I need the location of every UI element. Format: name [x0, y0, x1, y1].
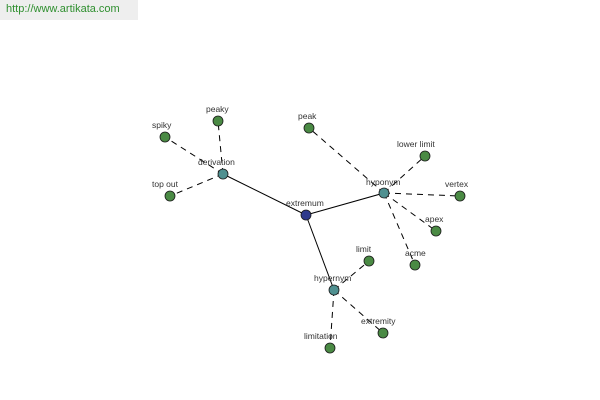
- edge-extremum-derivation: [222, 173, 307, 216]
- node-circle-acme[interactable]: [409, 259, 421, 271]
- node-circle-peak[interactable]: [303, 122, 315, 134]
- node-label-extremum: extremum: [286, 198, 324, 208]
- node-label-hyponym: hyponym: [366, 177, 401, 187]
- node-peaky[interactable]: peaky: [206, 104, 229, 127]
- edge-derivation-top-out: [169, 173, 224, 197]
- node-label-limitation: limitation: [304, 331, 338, 341]
- edge-hyponym-apex: [383, 192, 437, 232]
- node-peak[interactable]: peak: [298, 111, 317, 134]
- node-label-peaky: peaky: [206, 104, 229, 114]
- node-top-out[interactable]: top out: [152, 179, 179, 202]
- nodes-layer: extremum derivation hyponym hypernym peaky sp…: [152, 104, 469, 354]
- watermark-link[interactable]: http://www.artikata.com: [6, 3, 120, 15]
- node-hyponym[interactable]: hyponym: [366, 177, 401, 199]
- node-derivation[interactable]: derivation: [198, 157, 235, 180]
- node-label-spiky: spiky: [152, 120, 172, 130]
- node-circle-lower-limit[interactable]: [419, 150, 431, 162]
- node-acme[interactable]: acme: [405, 248, 426, 271]
- edge-hyponym-acme: [383, 192, 416, 266]
- node-limitation[interactable]: limitation: [304, 331, 338, 354]
- node-circle-peaky[interactable]: [212, 115, 224, 127]
- node-circle-hyponym[interactable]: [378, 187, 390, 199]
- node-circle-top-out[interactable]: [164, 190, 176, 202]
- edge-hyponym-peak: [308, 127, 385, 194]
- node-extremity[interactable]: extremity: [361, 316, 396, 339]
- node-label-derivation: derivation: [198, 157, 235, 167]
- edge-extremum-hyponym: [305, 192, 385, 216]
- node-extremum[interactable]: extremum: [286, 198, 324, 221]
- node-circle-apex[interactable]: [430, 225, 442, 237]
- node-circle-extremity[interactable]: [377, 327, 389, 339]
- watermark-bar: http://www.artikata.com: [0, 0, 138, 20]
- node-label-top-out: top out: [152, 179, 179, 189]
- node-apex[interactable]: apex: [425, 214, 444, 237]
- node-label-peak: peak: [298, 111, 317, 121]
- node-circle-limit[interactable]: [363, 255, 375, 267]
- node-limit[interactable]: limit: [356, 244, 375, 267]
- edge-derivation-spiky: [164, 136, 224, 175]
- node-label-lower-limit: lower limit: [397, 139, 435, 149]
- edge-extremum-hypernym: [305, 214, 335, 291]
- node-vertex[interactable]: vertex: [445, 179, 469, 202]
- edges-layer: [164, 120, 461, 349]
- edge-hypernym-limitation: [329, 289, 335, 349]
- node-circle-hypernym[interactable]: [328, 284, 340, 296]
- edge-derivation-peaky: [217, 120, 224, 175]
- node-circle-derivation[interactable]: [217, 168, 229, 180]
- node-label-apex: apex: [425, 214, 444, 224]
- edge-hypernym-limit: [333, 260, 370, 291]
- node-circle-extremum[interactable]: [300, 209, 312, 221]
- node-lower-limit[interactable]: lower limit: [397, 139, 435, 162]
- node-circle-vertex[interactable]: [454, 190, 466, 202]
- node-circle-limitation[interactable]: [324, 342, 336, 354]
- node-label-limit: limit: [356, 244, 372, 254]
- edge-hyponym-vertex: [383, 192, 461, 197]
- node-label-extremity: extremity: [361, 316, 396, 326]
- node-label-acme: acme: [405, 248, 426, 258]
- node-label-hypernym: hypernym: [314, 273, 351, 283]
- node-spiky[interactable]: spiky: [152, 120, 172, 143]
- node-label-vertex: vertex: [445, 179, 469, 189]
- edge-hypernym-extremity: [333, 289, 384, 334]
- node-circle-spiky[interactable]: [159, 131, 171, 143]
- edge-hyponym-lower-limit: [383, 155, 426, 194]
- node-hypernym[interactable]: hypernym: [314, 273, 351, 296]
